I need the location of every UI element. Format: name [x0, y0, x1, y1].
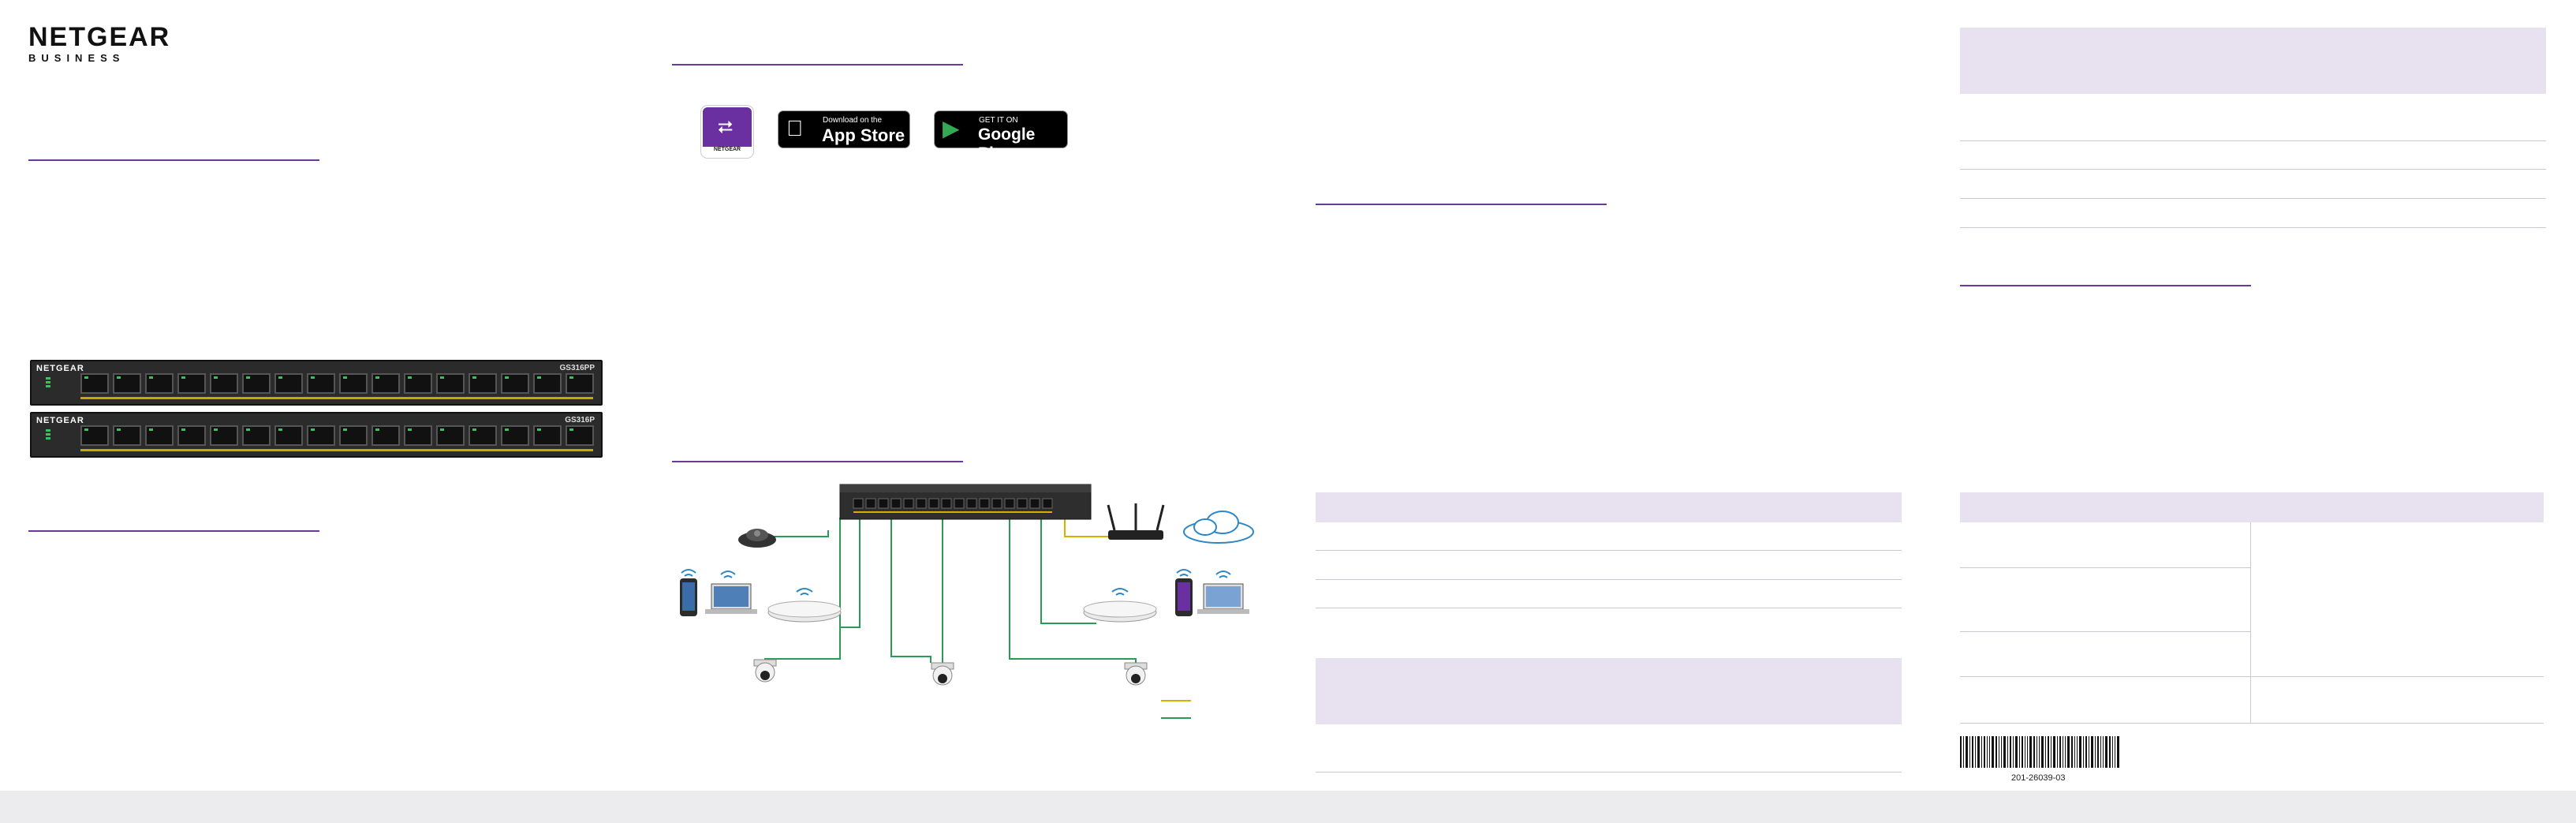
- ethernet-port: [469, 425, 497, 446]
- ethernet-port: [242, 373, 271, 394]
- ethernet-port: [177, 373, 206, 394]
- status-leds: [39, 377, 71, 389]
- ethernet-port: [339, 373, 368, 394]
- section-rule-6: [1960, 285, 2251, 286]
- ethernet-port: [307, 373, 335, 394]
- access-point-icon-left: [767, 600, 842, 623]
- section-rule-5: [1316, 204, 1607, 205]
- apple-icon: : [786, 117, 803, 140]
- ethernet-port: [501, 373, 529, 394]
- poe-indicator-bar: [80, 449, 593, 451]
- google-play-badge[interactable]: ▶ GET IT ON Google Play: [934, 110, 1068, 163]
- ethernet-port: [210, 425, 238, 446]
- note-band: [1316, 658, 1902, 724]
- netgear-app-tile[interactable]: ⮂ NETGEAR: [701, 106, 753, 158]
- table-row-divider: [1960, 198, 2546, 199]
- ethernet-port: [469, 373, 497, 394]
- ethernet-port: [404, 373, 432, 394]
- conference-phone-icon: [738, 529, 776, 548]
- ethernet-port: [339, 425, 368, 446]
- app-store-small-text: Download on the: [823, 116, 883, 125]
- table-row-divider: [1960, 227, 2546, 228]
- status-leds: [39, 429, 71, 441]
- logo-sub: BUSINESS: [28, 52, 125, 64]
- table-row-divider: [1316, 579, 1902, 580]
- ethernet-port: [113, 373, 141, 394]
- ethernet-port: [80, 373, 109, 394]
- ethernet-port: [307, 425, 335, 446]
- ethernet-port: [113, 425, 141, 446]
- table-row-divider: [1960, 631, 2250, 632]
- wifi-icons: [681, 569, 1231, 596]
- app-tile-caption: NETGEAR: [703, 147, 752, 156]
- poe-indicator-bar: [80, 397, 593, 399]
- ethernet-port: [371, 373, 400, 394]
- table-header-band-2: [1960, 492, 2544, 522]
- network-diagram: [670, 473, 1270, 742]
- table-header-band-1: [1316, 492, 1902, 522]
- play-triangle-icon: ▶: [943, 116, 960, 140]
- security-camera-icon-1: [753, 659, 777, 683]
- google-play-small-text: GET IT ON: [979, 116, 1018, 125]
- security-camera-icon-2: [931, 662, 954, 686]
- barcode-image: [1960, 736, 2119, 768]
- router-icon: [1107, 503, 1165, 540]
- laptop-icon-left: [705, 583, 757, 614]
- table-column-divider: [2250, 522, 2251, 723]
- ethernet-port: [145, 373, 174, 394]
- switch-icon: [839, 484, 1092, 520]
- google-play-big-text: Google Play: [978, 125, 1036, 163]
- table-row-divider: [1960, 676, 2544, 677]
- access-point-icon-right: [1083, 600, 1157, 623]
- ethernet-port: [533, 373, 562, 394]
- app-store-big-text: App Store: [822, 125, 905, 145]
- ethernet-port: [501, 425, 529, 446]
- security-camera-icon-3: [1124, 662, 1148, 686]
- ethernet-port: [436, 373, 465, 394]
- laptop-icon-right: [1197, 583, 1249, 614]
- ethernet-port: [404, 425, 432, 446]
- section-rule-3: [672, 64, 963, 65]
- network-diagram-art: [680, 484, 1254, 719]
- table-row-divider: [1960, 140, 2546, 141]
- footer-band: [0, 791, 2576, 823]
- smartphone-icon-right: [1175, 578, 1193, 616]
- logo-brand: NETGEAR: [28, 22, 171, 52]
- switch-brand: NETGEAR: [36, 364, 84, 373]
- ethernet-port: [210, 373, 238, 394]
- table-row-divider: [1960, 723, 2544, 724]
- section-rule-1: [28, 159, 319, 161]
- smartphone-icon-left: [680, 578, 697, 616]
- ethernet-port: [242, 425, 271, 446]
- table-row-divider: [1316, 550, 1902, 551]
- barcode-number: 201-26039-03: [2011, 773, 2066, 783]
- share-nodes-icon: ⮂: [718, 117, 734, 138]
- table-row-divider: [1960, 169, 2546, 170]
- note-band-top: [1960, 28, 2546, 94]
- section-rule-4: [672, 461, 963, 462]
- ethernet-port: [80, 425, 109, 446]
- netgear-business-logo: NETGEAR BUSINESS: [28, 24, 170, 64]
- cloud-icon: [1183, 511, 1254, 544]
- switch-model: GS316P: [565, 416, 595, 425]
- ethernet-port: [371, 425, 400, 446]
- ethernet-port: [436, 425, 465, 446]
- switch-model: GS316PP: [559, 364, 595, 372]
- switch-front-panel-gs316pp: NETGEAR GS316PP: [30, 360, 603, 406]
- ethernet-port: [566, 373, 594, 394]
- ethernet-port: [274, 373, 303, 394]
- ethernet-port: [274, 425, 303, 446]
- app-store-badge[interactable]:  Download on the App Store: [778, 110, 910, 148]
- port-row: [80, 425, 594, 446]
- ethernet-port: [533, 425, 562, 446]
- section-rule-2: [28, 530, 319, 532]
- switch-brand: NETGEAR: [36, 416, 84, 425]
- ethernet-port: [566, 425, 594, 446]
- ethernet-port: [145, 425, 174, 446]
- switch-front-panel-gs316p: NETGEAR GS316P: [30, 412, 603, 458]
- table-row-divider: [1960, 567, 2250, 568]
- port-row: [80, 373, 594, 394]
- ethernet-port: [177, 425, 206, 446]
